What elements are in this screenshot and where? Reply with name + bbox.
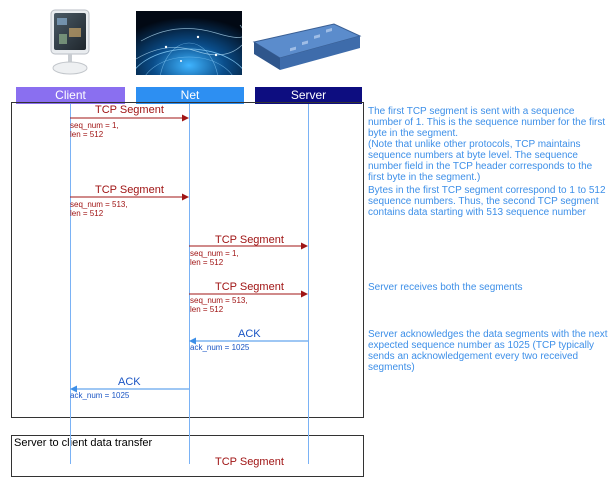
entity-header-net: Net	[136, 87, 244, 104]
message-params: ack_num = 1025	[190, 343, 250, 352]
note-4: Server acknowledges the data segments wi…	[368, 329, 608, 373]
message-params: seq_num = 513, len = 512	[190, 296, 248, 314]
note-3: Server receives both the segments	[368, 282, 523, 293]
message-label: TCP Segment	[215, 456, 284, 468]
message-label: ACK	[238, 328, 261, 340]
message-label: ACK	[118, 376, 141, 388]
entity-header-client: Client	[16, 87, 125, 104]
rack-server-icon	[250, 20, 362, 80]
client-lifeline	[70, 104, 71, 464]
net-lifeline	[189, 104, 190, 464]
panel-title: Server to client data transfer	[14, 437, 153, 449]
note-1: The first TCP segment is sent with a seq…	[368, 106, 606, 183]
message-label: TCP Segment	[215, 281, 284, 293]
message-label: TCP Segment	[95, 104, 164, 116]
message-params: seq_num = 1, len = 512	[70, 121, 119, 139]
message-label: TCP Segment	[215, 234, 284, 246]
desktop-computer-icon	[42, 6, 98, 78]
entity-header-server: Server	[255, 87, 362, 104]
message-params: seq_num = 1, len = 512	[190, 249, 239, 267]
message-label: TCP Segment	[95, 184, 164, 196]
server-lifeline	[308, 104, 309, 464]
message-arrows	[70, 114, 308, 393]
message-params: ack_num = 1025	[70, 391, 130, 400]
note-2: Bytes in the first TCP segment correspon…	[368, 185, 606, 218]
sequence-panel	[11, 102, 364, 418]
message-params: seq_num = 513, len = 512	[70, 200, 128, 218]
